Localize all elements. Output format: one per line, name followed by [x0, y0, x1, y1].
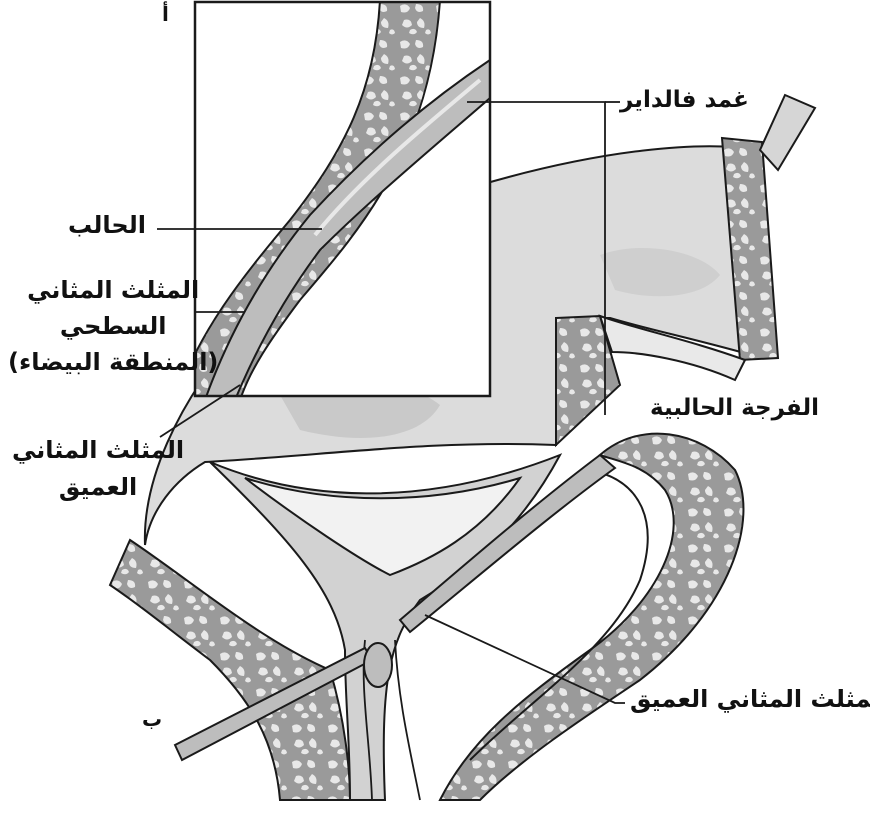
urethral-meatus	[363, 642, 393, 688]
trigone-outer	[209, 453, 563, 801]
ureter-intramural	[398, 453, 617, 634]
ureteral-hiatus-label: الفرجة الحالبية	[650, 395, 820, 421]
panel-b-letter: ب	[142, 707, 163, 731]
bladder-shading-2	[600, 247, 720, 297]
bladder-wall-upper-right	[720, 136, 780, 362]
ureter-upper-right	[758, 93, 817, 172]
bladder-wall-mid	[555, 314, 622, 448]
inset-panel-a	[195, 2, 490, 396]
bladder-wall-lower-right	[438, 432, 745, 801]
inset-ureter	[205, 58, 490, 396]
panel-a-letter: أ	[162, 2, 169, 26]
inset-ureter-highlight	[313, 78, 482, 237]
waldeyer-sheath-tube	[598, 314, 747, 382]
ureter-label: الحالب	[68, 211, 146, 239]
waldeyer-sheath-label: غمد فالداير	[620, 87, 749, 113]
deep-trigone-bottom-label: المثلث المثاني العميق	[630, 685, 870, 713]
trigone-inner	[244, 476, 523, 577]
superficial-trigone-label: المثلث المثاني السطحي (المنطقة البيضاء)	[8, 276, 219, 376]
deep-trigone-left-label: المثلث المثاني العميق	[12, 436, 185, 502]
wall-inner-line	[469, 469, 649, 761]
inset-frame	[193, 0, 492, 398]
bladder-wall-lower-left	[108, 538, 352, 801]
leader-lines	[157, 101, 625, 704]
